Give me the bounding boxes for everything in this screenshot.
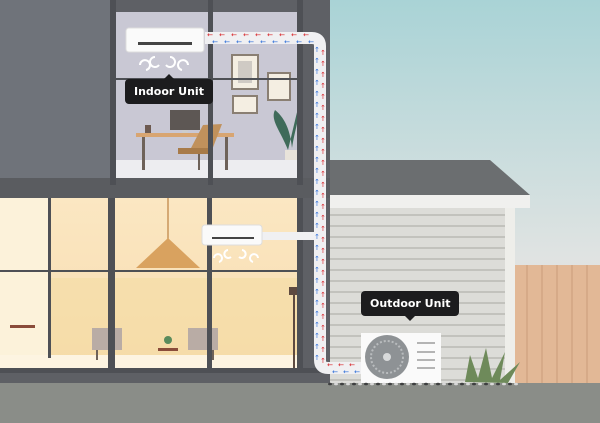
flow-arrows: ←←←←←←←←←←←←←←←←←←↑↑↑↑↑↑↑↑↑↑↑↑↑↑↑↑↑↑↑↑↑↑… [207, 31, 360, 376]
flow-arrow: ↑ [314, 178, 320, 186]
flow-arrow: ↑ [314, 244, 320, 252]
indoor-unit-upper [125, 27, 205, 71]
flow-arrow: ↑ [320, 225, 326, 233]
flow-arrow: ↑ [320, 148, 326, 156]
flow-arrow: ↑ [320, 115, 326, 123]
flow-arrow: ← [296, 38, 302, 46]
flow-arrow: ← [224, 38, 230, 46]
flow-arrow: ↑ [314, 79, 320, 87]
flow-arrow: ← [248, 38, 254, 46]
flow-arrow: ← [303, 31, 309, 39]
flow-arrow: ↑ [320, 170, 326, 178]
succulent-plant [465, 348, 520, 383]
flow-arrow: ← [291, 31, 297, 39]
ground [0, 383, 600, 423]
flow-arrow: ← [260, 38, 266, 46]
flow-arrow: ↑ [314, 189, 320, 197]
flow-arrow: ← [272, 38, 278, 46]
flow-arrow: ↑ [320, 335, 326, 343]
flow-arrow: ← [255, 31, 261, 39]
flow-arrow: ← [279, 31, 285, 39]
flow-arrow: ↑ [320, 203, 326, 211]
flow-arrow: ↑ [314, 222, 320, 230]
flow-arrow: ↑ [314, 46, 320, 54]
flow-arrow: ↑ [314, 233, 320, 241]
flow-arrow: ← [236, 38, 242, 46]
flow-arrow: ← [243, 31, 249, 39]
flow-arrow: ↑ [314, 200, 320, 208]
flow-arrow: ↑ [314, 310, 320, 318]
flow-arrow: ↑ [320, 214, 326, 222]
flow-arrow: ← [267, 31, 273, 39]
flow-arrow: ↑ [320, 247, 326, 255]
flow-arrow: ↑ [320, 269, 326, 277]
flow-arrow: ← [308, 38, 314, 46]
outdoor-unit [361, 333, 441, 383]
flow-arrow: ↑ [314, 354, 320, 362]
flow-arrow: ↑ [314, 277, 320, 285]
flow-arrow: ← [349, 361, 355, 369]
flow-arrow: ↑ [320, 126, 326, 134]
flow-arrow: ↑ [320, 302, 326, 310]
flow-arrow: ↑ [314, 299, 320, 307]
indoor-unit-label: Indoor Unit [125, 74, 213, 104]
flow-arrow: ↑ [314, 156, 320, 164]
flow-arrow: ← [219, 31, 225, 39]
lower-room [0, 198, 300, 370]
flow-arrow: ← [212, 38, 218, 46]
flow-arrow: ↑ [320, 82, 326, 90]
flow-arrow: ↑ [314, 90, 320, 98]
flow-arrow: ↑ [320, 60, 326, 68]
flow-arrow: ↑ [314, 266, 320, 274]
flow-arrow: ↑ [320, 104, 326, 112]
flow-arrow: ↑ [320, 313, 326, 321]
flow-arrow: ↑ [314, 343, 320, 351]
flow-arrow: ↑ [320, 49, 326, 57]
flow-arrow: ↑ [314, 321, 320, 329]
fence [512, 265, 600, 383]
flow-arrow: ← [354, 368, 360, 376]
flow-arrow: ↑ [314, 332, 320, 340]
flow-arrow: ↑ [320, 357, 326, 365]
flow-arrow: ↑ [314, 101, 320, 109]
flow-arrow: ← [338, 361, 344, 369]
flow-arrow: ↑ [320, 181, 326, 189]
flow-arrow: ↑ [320, 280, 326, 288]
outdoor-unit-label: Outdoor Unit [361, 291, 460, 321]
flow-arrow: ← [207, 31, 213, 39]
flow-arrow: ↑ [320, 236, 326, 244]
flow-arrow: ↑ [314, 211, 320, 219]
flow-arrow: ← [327, 361, 333, 369]
flow-arrow: ↑ [314, 288, 320, 296]
flow-arrow: ↑ [314, 167, 320, 175]
flow-arrow: ↑ [314, 255, 320, 263]
flow-arrow: ↑ [320, 93, 326, 101]
flow-arrow: ↑ [314, 134, 320, 142]
flow-arrow: ↑ [320, 192, 326, 200]
flow-arrow: ↑ [320, 159, 326, 167]
flow-arrow: ← [343, 368, 349, 376]
flow-arrow: ← [284, 38, 290, 46]
indoor-unit-lower [201, 224, 263, 263]
flow-arrow: ← [231, 31, 237, 39]
flow-arrow: ← [332, 368, 338, 376]
flow-arrow: ↑ [320, 291, 326, 299]
flow-arrow: ↑ [320, 71, 326, 79]
flow-arrow: ↑ [314, 68, 320, 76]
flow-arrow: ↑ [314, 123, 320, 131]
flow-arrow: ↑ [320, 258, 326, 266]
refrigerant-pipe [205, 32, 362, 374]
flow-arrow: ↑ [320, 346, 326, 354]
flow-arrow: ↑ [320, 137, 326, 145]
flow-arrow: ↑ [314, 145, 320, 153]
flow-arrow: ↑ [314, 57, 320, 65]
flow-arrow: ↑ [320, 324, 326, 332]
flow-arrow: ↑ [314, 112, 320, 120]
